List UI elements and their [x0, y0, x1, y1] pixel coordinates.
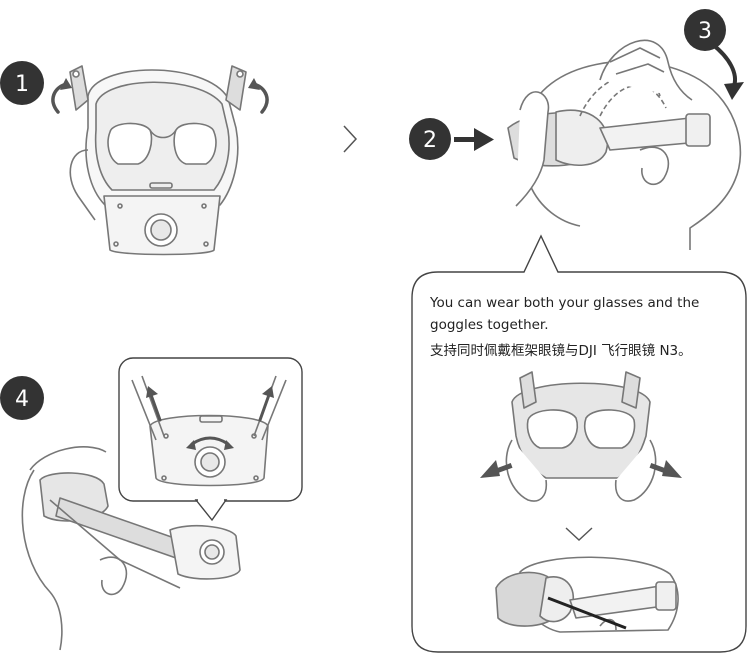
step3-badge: 3: [684, 9, 726, 51]
step2-push-arrow: [454, 128, 494, 151]
step4-badge: 4: [0, 376, 44, 420]
callout-side-view: [496, 557, 678, 632]
chevron-right-icon: [344, 126, 356, 152]
step2-badge: 2: [409, 118, 451, 160]
callout-line-english-1: You can wear both your glasses and the: [430, 292, 699, 314]
step-number: 4: [15, 387, 29, 412]
step1-badge: 1: [0, 61, 44, 105]
step2-head-side: [508, 40, 740, 250]
step-number: 1: [15, 72, 29, 97]
callout-line-english-2: goggles together.: [430, 314, 549, 336]
step4-inset: [119, 358, 302, 520]
step-number: 2: [423, 128, 437, 153]
step1-goggles-front: [70, 66, 246, 255]
callout-line-chinese: 支持同时佩戴框架眼镜与DJI 飞行眼镜 N3。: [430, 340, 692, 362]
step-number: 3: [698, 19, 712, 44]
step3-down-arrow: [712, 44, 744, 100]
